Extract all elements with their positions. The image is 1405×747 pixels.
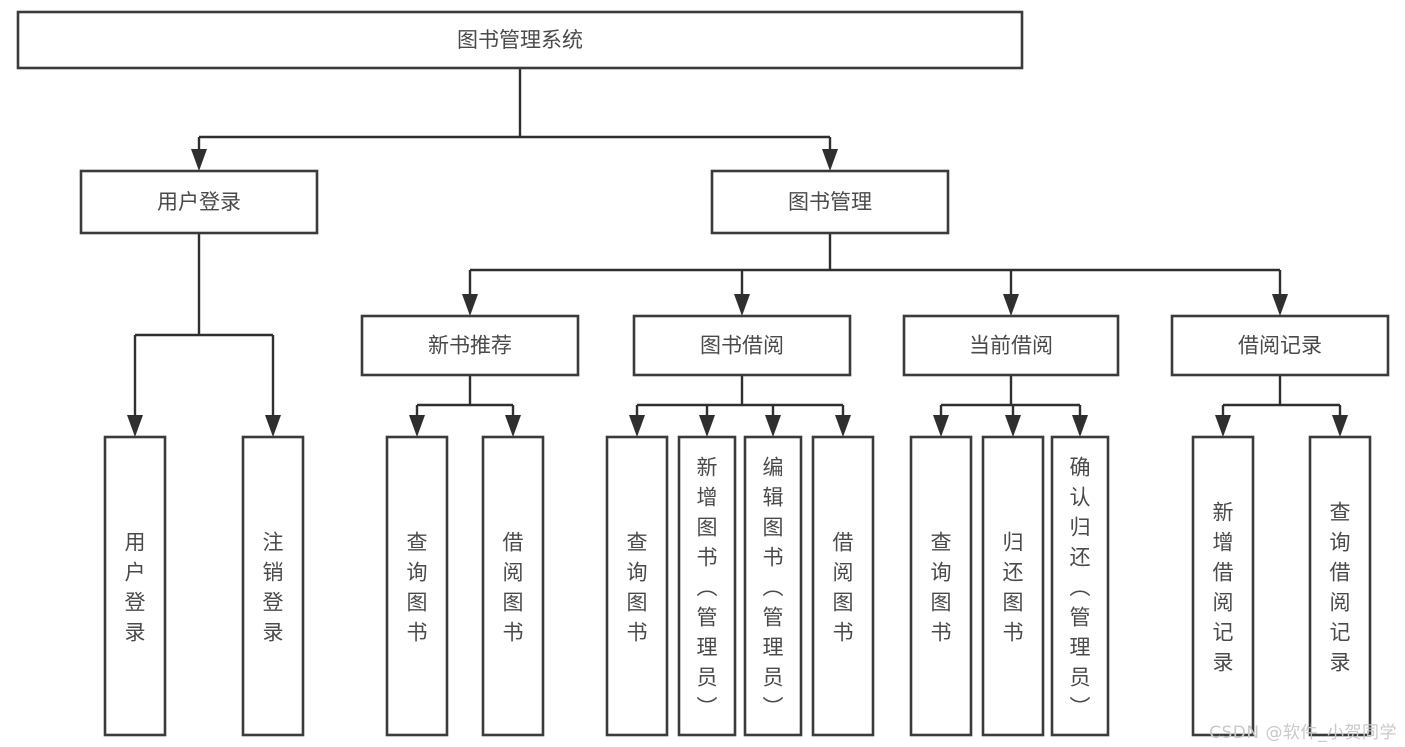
arrowhead-icon — [765, 415, 781, 437]
node-box — [811, 435, 875, 737]
arrowhead-icon — [462, 294, 478, 316]
node-box — [1050, 435, 1110, 737]
node-label: 新书推荐 — [428, 334, 512, 358]
arrowhead-icon — [699, 415, 715, 437]
node-label: 查询借阅记录 — [1330, 500, 1351, 674]
node-box — [16, 10, 1024, 70]
edges-layer — [127, 68, 1348, 437]
arrowhead-icon — [127, 415, 143, 437]
node-label: 编辑图书︵管理员︶ — [763, 455, 784, 719]
node-box — [481, 435, 545, 737]
node-label: 图书管理 — [788, 190, 872, 214]
arrowhead-icon — [1005, 415, 1021, 437]
node-box — [1191, 435, 1255, 737]
node-label: 查询图书 — [931, 530, 952, 644]
node-current-borrow[interactable]: 当前借阅 — [902, 314, 1120, 377]
node-label: 新增图书︵管理员︶ — [697, 455, 718, 719]
node-box — [981, 435, 1045, 737]
arrowhead-icon — [409, 415, 425, 437]
node-book-borrow[interactable]: 图书借阅 — [632, 314, 852, 377]
node-leaf-query-book-1[interactable]: 查询图书 — [385, 435, 449, 737]
node-label: 用户登录 — [125, 530, 146, 644]
node-label: 新增借阅记录 — [1213, 500, 1234, 674]
node-book-manage[interactable]: 图书管理 — [710, 169, 950, 235]
arrowhead-icon — [1215, 415, 1231, 437]
arrowhead-icon — [1332, 415, 1348, 437]
node-box — [385, 435, 449, 737]
node-box — [743, 435, 803, 737]
node-leaf-user-login[interactable]: 用户登录 — [103, 435, 167, 737]
node-box — [710, 169, 950, 235]
node-leaf-edit-book-admin[interactable]: 编辑图书︵管理员︶ — [743, 435, 803, 737]
node-box — [360, 314, 580, 377]
node-user-login[interactable]: 用户登录 — [79, 169, 319, 235]
node-leaf-return-book[interactable]: 归还图书 — [981, 435, 1045, 737]
arrowhead-icon — [1272, 294, 1288, 316]
node-label: 查询图书 — [407, 530, 428, 644]
node-box — [677, 435, 737, 737]
watermark-label: CSDN @软件_小贺同学 — [1209, 723, 1397, 743]
node-box — [79, 169, 319, 235]
arrowhead-icon — [835, 415, 851, 437]
node-label: 图书管理系统 — [457, 28, 583, 52]
arrowhead-icon — [822, 149, 838, 171]
node-leaf-logout-login[interactable]: 注销登录 — [241, 435, 305, 737]
node-label: 用户登录 — [157, 190, 241, 214]
node-label: 确认归还︵管理员︶ — [1070, 455, 1091, 719]
node-root[interactable]: 图书管理系统 — [16, 10, 1024, 70]
node-new-book-recommend[interactable]: 新书推荐 — [360, 314, 580, 377]
nodes-layer: 图书管理系统用户登录图书管理新书推荐图书借阅当前借阅借阅记录用户登录注销登录查询… — [16, 10, 1390, 737]
node-box — [1170, 314, 1390, 377]
node-box — [909, 435, 973, 737]
arrowhead-icon — [629, 415, 645, 437]
arrowhead-icon — [191, 149, 207, 171]
node-label: 借阅图书 — [503, 530, 524, 644]
node-box — [1308, 435, 1372, 737]
node-box — [902, 314, 1120, 377]
node-leaf-confirm-return-admin[interactable]: 确认归还︵管理员︶ — [1050, 435, 1110, 737]
node-leaf-query-borrow-record[interactable]: 查询借阅记录 — [1308, 435, 1372, 737]
node-leaf-add-borrow-record[interactable]: 新增借阅记录 — [1191, 435, 1255, 737]
arrowhead-icon — [505, 415, 521, 437]
arrowhead-icon — [1003, 294, 1019, 316]
node-box — [605, 435, 669, 737]
node-leaf-borrow-book-1[interactable]: 借阅图书 — [481, 435, 545, 737]
node-leaf-query-book-2[interactable]: 查询图书 — [605, 435, 669, 737]
arrowhead-icon — [1072, 415, 1088, 437]
node-leaf-borrow-book-2[interactable]: 借阅图书 — [811, 435, 875, 737]
node-label: 借阅记录 — [1238, 334, 1322, 358]
node-label: 注销登录 — [263, 530, 284, 644]
arrowhead-icon — [265, 415, 281, 437]
node-label: 归还图书 — [1003, 530, 1024, 644]
node-leaf-query-book-3[interactable]: 查询图书 — [909, 435, 973, 737]
node-label: 查询图书 — [627, 530, 648, 644]
arrowhead-icon — [734, 294, 750, 316]
node-label: 图书借阅 — [700, 334, 784, 358]
node-label: 当前借阅 — [969, 334, 1053, 358]
node-box — [632, 314, 852, 377]
node-label: 借阅图书 — [833, 530, 854, 644]
node-borrow-record[interactable]: 借阅记录 — [1170, 314, 1390, 377]
arrowhead-icon — [933, 415, 949, 437]
node-box — [241, 435, 305, 737]
node-leaf-add-book-admin[interactable]: 新增图书︵管理员︶ — [677, 435, 737, 737]
node-box — [103, 435, 167, 737]
